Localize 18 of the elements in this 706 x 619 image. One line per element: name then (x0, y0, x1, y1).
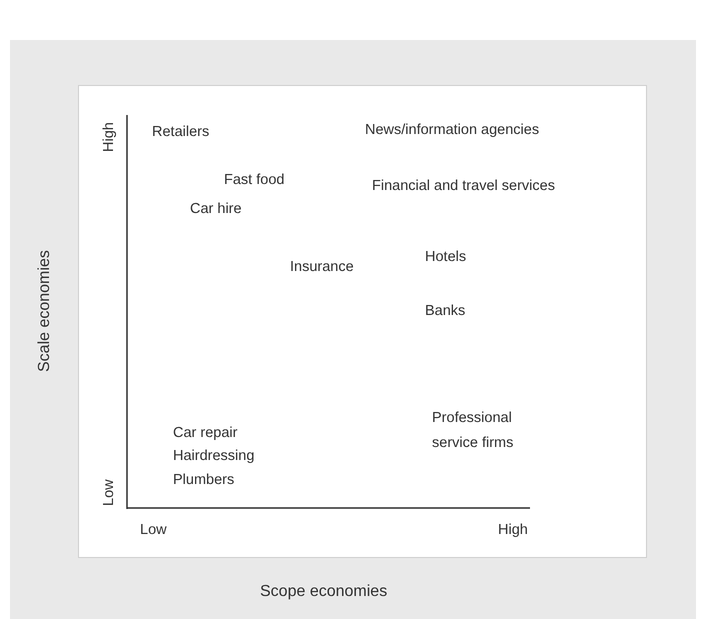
data-label: Insurance (290, 258, 354, 276)
data-label: Car hire (190, 200, 242, 218)
axis-title: Scope economies (260, 583, 388, 601)
axis-tick-label: High (498, 521, 528, 539)
data-label: Fast food (224, 171, 284, 189)
data-label: Banks (425, 302, 466, 320)
data-label: Plumbers (173, 471, 234, 489)
data-label: Professional service firms (432, 409, 514, 453)
axis-tick-label: Low (140, 521, 167, 539)
data-label: News/information agencies (365, 121, 540, 139)
data-label: Financial and travel services (372, 177, 555, 195)
data-label: Car repair (173, 424, 238, 442)
axis-tick-label: High (100, 122, 118, 152)
data-label: Hotels (425, 248, 466, 266)
axis-title: Scale economies (36, 250, 54, 372)
data-label: Hairdressing (173, 447, 254, 465)
data-label: Retailers (152, 123, 210, 141)
axis-tick-label: Low (100, 479, 118, 506)
